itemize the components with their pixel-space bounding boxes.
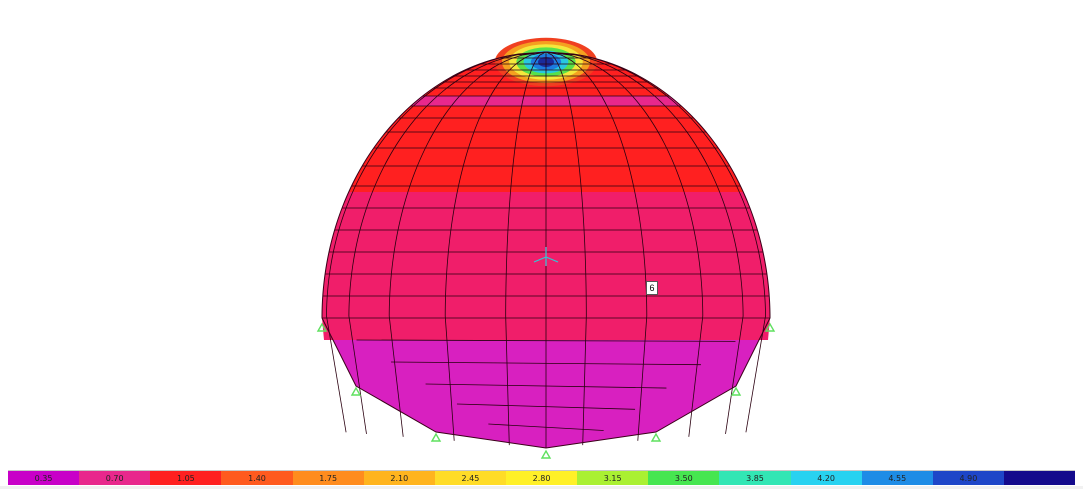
status-divider (0, 486, 1083, 489)
mesh-meridian-line (505, 51, 547, 446)
legend-segment: 0.70 (79, 471, 151, 485)
legend-segment: 2.45 (434, 471, 506, 485)
model-viewport[interactable]: 6 (0, 0, 1083, 468)
legend-segment: 3.15 (577, 471, 649, 485)
mesh-meridian-line (545, 51, 648, 441)
mesh-meridian-line (326, 51, 547, 433)
support-triangle-icon (650, 432, 662, 442)
dome-contour-model (316, 37, 776, 459)
support-triangle-icon (316, 322, 328, 332)
support-triangle-icon (764, 322, 776, 332)
legend-segment: 4.55 (861, 471, 933, 485)
mesh-meridian-line (545, 51, 766, 433)
support-triangle-icon (730, 386, 742, 396)
mesh-meridian-line (444, 51, 547, 441)
legend-segment: 1.40 (221, 471, 293, 485)
mesh-meridian-line (545, 51, 704, 437)
mesh-meridian-line (545, 51, 744, 434)
mesh-meridian-line (348, 51, 547, 434)
legend-segment: 3.50 (648, 471, 720, 485)
legend-segment (1003, 471, 1076, 485)
mesh-meridian-line (388, 51, 547, 437)
legend-segment: 4.20 (790, 471, 862, 485)
legend-segment: 0.35 (8, 471, 80, 485)
legend-segment: 3.85 (719, 471, 791, 485)
legend-segment: 1.05 (150, 471, 222, 485)
support-triangle-icon (430, 432, 442, 442)
legend-segment: 4.90 (932, 471, 1004, 485)
legend-segment: 1.75 (292, 471, 364, 485)
joint-label: 6 (646, 281, 658, 295)
mesh-meridian-line (545, 51, 587, 446)
support-triangle-icon (350, 386, 362, 396)
support-triangle-icon (540, 449, 552, 459)
legend-segment: 2.80 (505, 471, 578, 485)
legend-segment: 2.10 (363, 471, 435, 485)
local-axis-icon (533, 247, 559, 266)
dome-outline (321, 51, 771, 449)
